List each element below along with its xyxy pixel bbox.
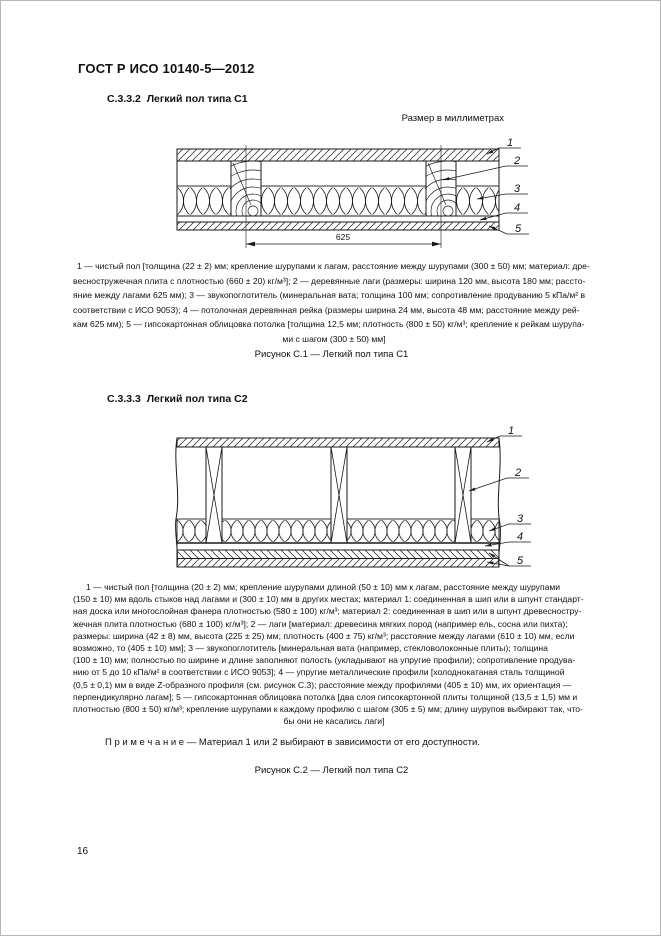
callout-2: 2 [513,155,520,167]
note-text: П р и м е ч а н и е — Материал 1 или 2 в… [105,737,480,748]
figure-c2-drawing: 1 2 3 4 5 [175,425,531,568]
key-line: (100 ± 10) мм; полностью по ширине и дли… [73,655,576,666]
figure-c2-caption: Рисунок С.2 — Легкий пол типа С2 [254,765,409,776]
key-line: жечная плита плотностью (680 ± 100) кг/м… [73,618,568,629]
cross-braced-joists [205,446,472,544]
key-line: (150 ± 10) мм вдоль стыков над лагами и … [73,594,584,605]
key-line: 1 — чистый пол [толщина (20 ± 2) мм; кре… [86,582,561,592]
layer-ceiling-batten [176,215,500,223]
key-line: весностружечная плита с плотностью (660 … [73,275,586,286]
layer-metal-profiles [176,542,500,551]
layer-gypsum-board [176,221,500,231]
callout-5: 5 [517,555,524,567]
callout-1: 1 [507,137,513,149]
key-line: размеры: ширина (42 ± 8) мм, высота (225… [73,630,575,641]
key-line: возможно, то (405 ± 10) мм]; 3 — звукопо… [73,643,548,654]
callout-4: 4 [517,531,523,543]
callout-2: 2 [514,467,521,479]
layer-floor-plate [176,148,500,162]
layer-gypsum-double [176,549,500,568]
layer-mineral-wool [176,185,500,217]
callout-1: 1 [508,425,514,437]
callouts-c1 [442,147,529,235]
layer-mineral-wool [176,518,500,544]
section-heading-c2: С.3.3.3 Легкий пол типа С2 [107,393,248,405]
key-line: нию от 5 до 10 кПа/м² в соответствии с И… [73,667,565,678]
callout-3: 3 [517,513,524,525]
page-number: 16 [77,846,89,857]
callout-5: 5 [515,223,522,235]
key-line: ми с шагом (300 ± 50) мм] [282,333,386,344]
page-header: ГОСТ Р ИСО 10140-5—2012 [78,61,255,76]
figure-c1-key: 1 — чистый пол [толщина (22 ± 2) мм; кре… [73,259,595,346]
callouts-c2 [468,435,531,567]
key-line: соответствии с ИСО 9053); 4 — потолочная… [73,304,580,315]
key-line: яние между лагами 625 мм); 3 — звукопогл… [73,290,586,300]
figure-c2-key: 1 — чистый пол [толщина (20 ± 2) мм; кре… [73,581,595,727]
callout-4: 4 [514,202,520,214]
figure-c1-caption: Рисунок С.1 — Легкий пол типа С1 [254,349,409,360]
units-note: Размер в миллиметрах [401,113,504,124]
key-line: плотностью (800 ± 50) кг/м³; крепление ш… [73,704,583,715]
key-line: ная доска или многослойная фанера плотно… [73,606,582,617]
callout-3: 3 [514,183,521,195]
key-line: 1 — чистый пол [толщина (22 ± 2) мм; кре… [77,261,590,271]
centerlines [245,145,442,248]
edge-lines [176,149,500,230]
break-edge-lines [175,437,501,568]
section-heading-c1: С.3.3.2 Легкий пол типа С1 [107,93,248,105]
dimension-label: 625 [336,232,350,242]
key-line: (0,5 ± 0,1) мм в виде Z-образного профил… [73,679,572,690]
key-line: перпендикулярно лагам]; 5 — гипсокартонн… [73,691,578,702]
dimension-625: 625 [246,232,441,247]
layer-floor-plate [176,437,500,448]
key-line: бы они не касались лаги] [283,716,385,727]
figure-c1-drawing: 625 1 2 3 4 5 [176,137,529,248]
key-line: кам 625 мм); 5 — гипсокартонная облицовк… [73,319,585,329]
